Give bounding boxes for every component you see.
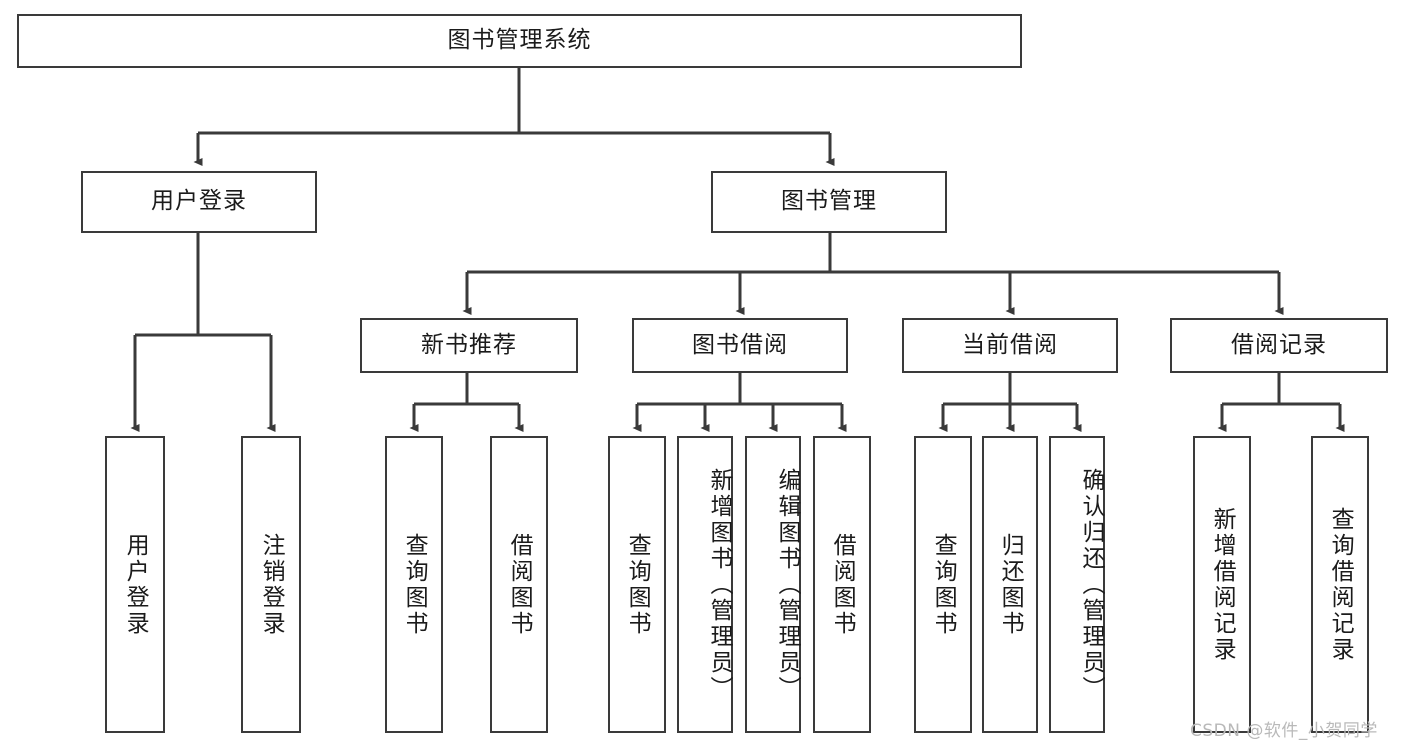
node-current-borrow[interactable]: 当前借阅 [902,318,1118,373]
node-root[interactable]: 图书管理系统 [17,14,1022,68]
leaf-borrow-book[interactable]: 借阅图书 [813,436,871,733]
node-new-book-recommend[interactable]: 新书推荐 [360,318,578,373]
node-book-management[interactable]: 图书管理 [711,171,947,233]
leaf-query-borrow-record[interactable]: 查询借阅记录 [1311,436,1369,733]
leaf-edit-book-admin[interactable]: 编辑图书（管理员） [745,436,801,733]
node-book-borrow[interactable]: 图书借阅 [632,318,848,373]
csdn-watermark: CSDN @软件_小贺同学 [1190,721,1378,741]
leaf-user-login[interactable]: 用户登录 [105,436,165,733]
leaf-add-book-admin[interactable]: 新增图书（管理员） [677,436,733,733]
leaf-query-book-current[interactable]: 查询图书 [914,436,972,733]
leaf-confirm-return-admin[interactable]: 确认归还（管理员） [1049,436,1105,733]
node-user-login[interactable]: 用户登录 [81,171,317,233]
leaf-borrow-book-newbook[interactable]: 借阅图书 [490,436,548,733]
leaf-logout[interactable]: 注销登录 [241,436,301,733]
node-borrow-records[interactable]: 借阅记录 [1170,318,1388,373]
leaf-return-book[interactable]: 归还图书 [982,436,1038,733]
leaf-query-book-newbook[interactable]: 查询图书 [385,436,443,733]
leaf-query-book-borrow[interactable]: 查询图书 [608,436,666,733]
leaf-add-borrow-record[interactable]: 新增借阅记录 [1193,436,1251,733]
